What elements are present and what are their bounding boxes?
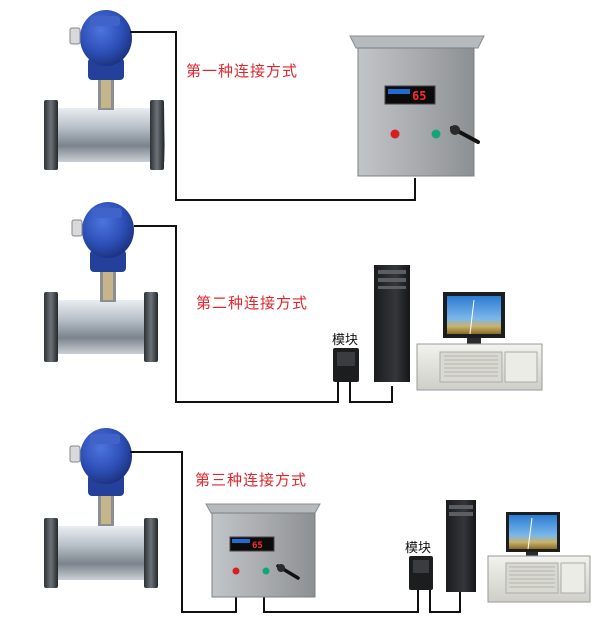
pc-tower-3 xyxy=(446,500,476,592)
section-2-module-label: 模块 xyxy=(332,333,359,348)
digital-display-reading: 65 xyxy=(412,89,426,103)
pc-tower-2 xyxy=(374,265,410,382)
signal-cable-3 xyxy=(130,451,237,613)
digital-display-reading-3: 65 xyxy=(252,541,263,551)
control-cabinet-3: 65 xyxy=(205,503,321,598)
signal-module-3 xyxy=(409,556,433,590)
industrial-pc-2 xyxy=(416,343,543,391)
flow-meter-1 xyxy=(44,10,165,170)
section-1-title: 第一种连接方式 xyxy=(186,62,299,80)
signal-module-2 xyxy=(333,348,359,382)
control-cabinet-1: 65 xyxy=(349,35,485,177)
monitor-2 xyxy=(443,292,505,344)
module-to-pc-cable-3 xyxy=(429,590,461,613)
monitor-3 xyxy=(506,512,560,558)
flow-meter-2 xyxy=(44,202,158,362)
signal-cable-1 xyxy=(130,31,416,201)
section-3-title: 第三种连接方式 xyxy=(195,471,308,489)
industrial-pc-3 xyxy=(487,555,591,603)
flow-meter-3 xyxy=(44,428,158,588)
module-to-pc-cable-2 xyxy=(349,380,393,403)
cabinet-to-module-cable-3 xyxy=(263,590,419,613)
section-2-title: 第二种连接方式 xyxy=(196,294,309,312)
signal-cable-2 xyxy=(134,225,339,403)
section-3-module-label: 模块 xyxy=(405,541,432,556)
